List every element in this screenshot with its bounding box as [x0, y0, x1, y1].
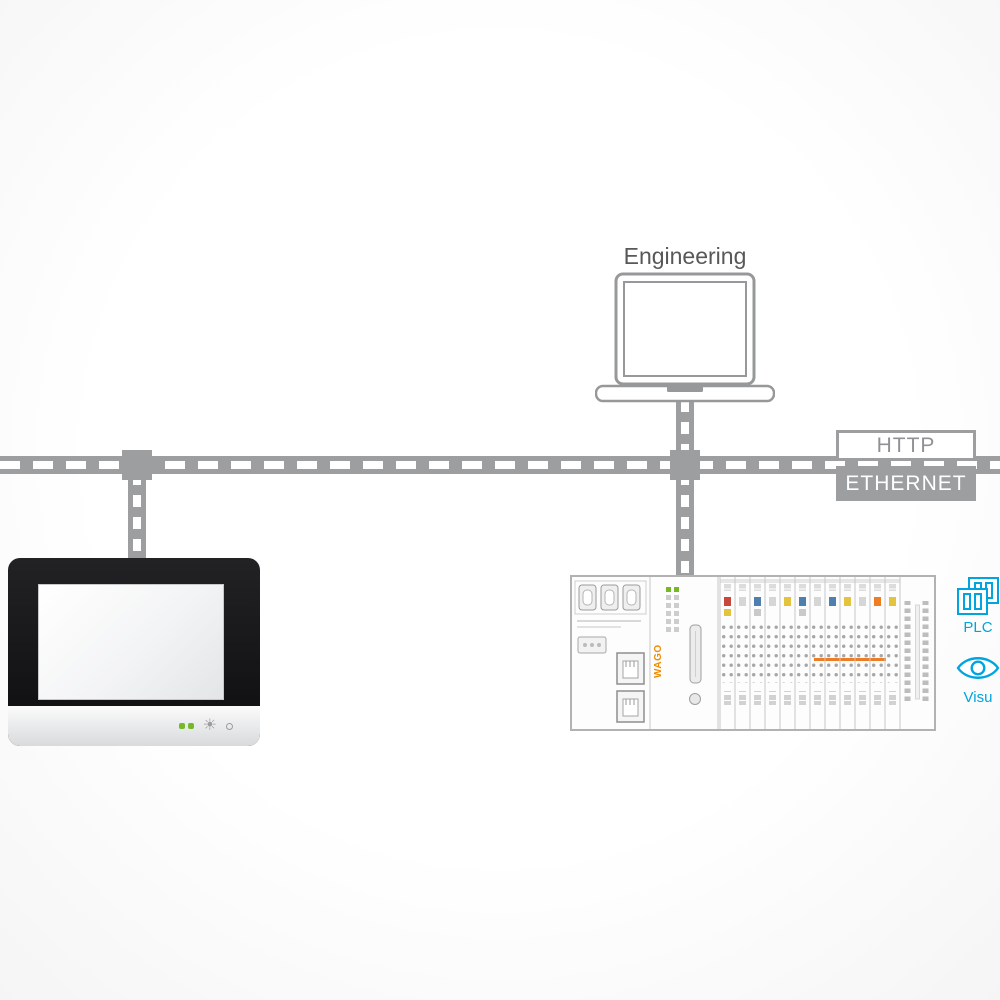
laptop-trackpad-notch [667, 386, 703, 392]
power-terminal [577, 636, 607, 654]
wago-logo: WAGO [653, 644, 664, 678]
laptop-drop-dashes [681, 400, 689, 457]
engineering-label: Engineering [623, 243, 747, 269]
laptop-illustration [595, 272, 775, 403]
brightness-icon: ☀ [202, 717, 217, 734]
dsub-connectors [574, 580, 647, 615]
http-label-box: HTTP [836, 430, 976, 461]
green-led [178, 723, 185, 729]
hmi-screen [38, 584, 224, 700]
ethernet-label-box: ETHERNET [836, 466, 976, 501]
end-module [904, 601, 931, 703]
bus-dashes [0, 461, 1000, 469]
laptop-screen [623, 281, 747, 377]
rj45-ports [616, 652, 645, 723]
plc-drop-line [676, 473, 694, 577]
green-led [187, 723, 194, 729]
plc-icon [957, 577, 999, 615]
hmi-drop-line [128, 473, 146, 562]
io-modules [719, 577, 901, 729]
status-led-grid [666, 587, 679, 632]
hmi-panel: ☀ [8, 558, 260, 746]
eye-icon [956, 657, 1000, 679]
bus-junction-left [122, 450, 152, 480]
light-sensor-icon [226, 722, 233, 730]
sd-card-slot [689, 624, 702, 705]
ethernet-bus-line [0, 456, 1000, 474]
reset-button [689, 693, 701, 705]
visu-label: Visu [963, 689, 993, 706]
plc-controller-illustration: WAGO [570, 575, 936, 731]
http-label: HTTP [876, 433, 936, 457]
ethernet-label: ETHERNET [845, 471, 967, 495]
plc-drop-dashes [681, 473, 689, 577]
bus-junction-right [670, 450, 700, 480]
plc-label: PLC [963, 619, 993, 636]
power-led-icon [178, 723, 194, 729]
hmi-drop-dashes [133, 473, 141, 562]
plc-icon-group: PLC [951, 576, 1000, 636]
hmi-bottom-bezel: ☀ [8, 706, 260, 746]
laptop-drop-line [676, 400, 694, 457]
visu-icon-group: Visu [951, 650, 1000, 706]
